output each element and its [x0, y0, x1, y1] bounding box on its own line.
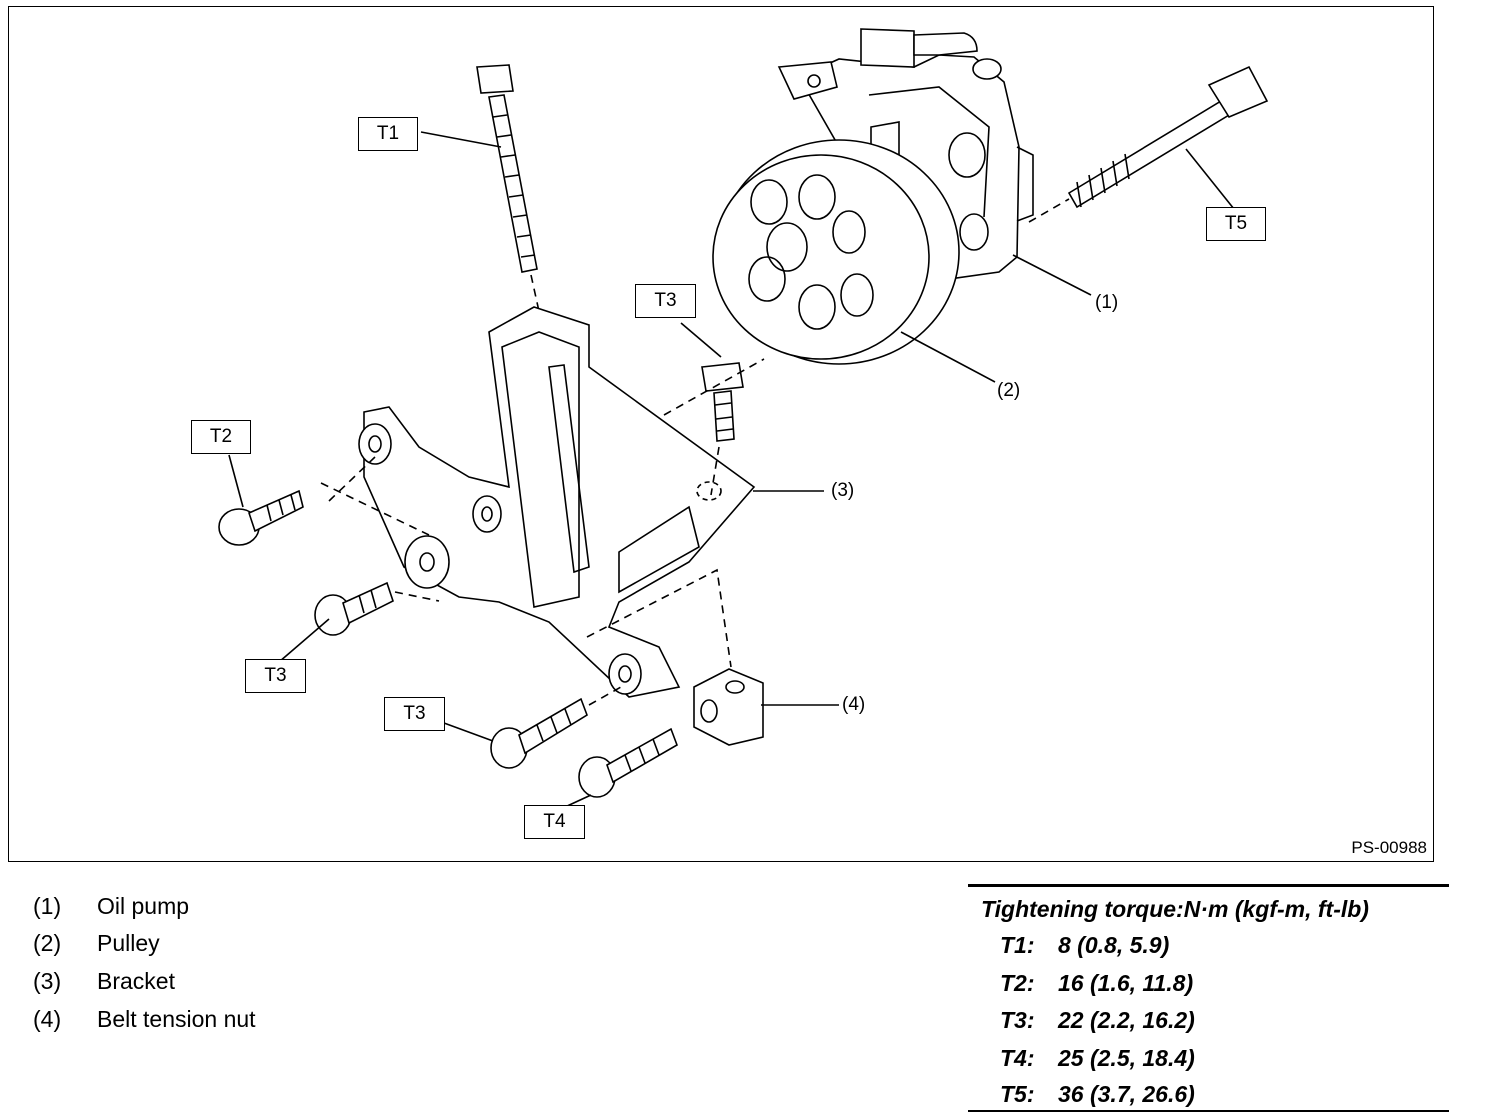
callout-pulley: (2) — [997, 380, 1021, 401]
callout-bracket: (3) — [831, 480, 855, 501]
torque-value: 25 (2.5, 18.4) — [1058, 1045, 1195, 1071]
torque-box-t1: T1 — [358, 117, 418, 151]
torque-box-t5: T5 — [1206, 207, 1266, 241]
legend-number: (2) — [33, 930, 62, 956]
bolt-t5 — [1028, 65, 1269, 223]
torque-key: T4: — [1000, 1045, 1035, 1071]
bracket-part — [320, 306, 756, 698]
legend-name: Pulley — [97, 930, 160, 956]
torque-box-t2: T2 — [191, 420, 251, 454]
torque-value: 8 (0.8, 5.9) — [1058, 932, 1170, 958]
legend-number: (4) — [33, 1006, 62, 1032]
torque-key: T3: — [1000, 1007, 1035, 1033]
torque-box-t3-bottom: T3 — [384, 697, 445, 731]
bolt-t3-left — [314, 581, 440, 636]
bolt-t3-top — [663, 358, 765, 496]
torque-value: 22 (2.2, 16.2) — [1058, 1007, 1195, 1033]
bolt-t4 — [578, 727, 678, 798]
torque-box-t4: T4 — [524, 805, 585, 839]
callout-oil-pump: (1) — [1095, 292, 1119, 313]
legend-number: (1) — [33, 893, 62, 919]
bolt-t2 — [218, 489, 304, 546]
legend-name: Bracket — [97, 968, 175, 994]
bolt-t1 — [476, 64, 543, 326]
bolt-t3-bottom — [490, 686, 622, 769]
legend-name: Belt tension nut — [97, 1006, 256, 1032]
torque-key: T1: — [1000, 932, 1035, 958]
belt-tension-nut-part — [586, 568, 764, 746]
torque-value: 36 (3.7, 26.6) — [1058, 1081, 1195, 1107]
exploded-view-figure: T1 T5 T3 T2 T3 T3 T4 (1) (2) (3) (4) PS-… — [8, 6, 1434, 862]
diagram-drawing — [218, 28, 1269, 808]
torque-box-t3-left: T3 — [245, 659, 306, 693]
pulley-part — [712, 139, 960, 365]
legend-number: (3) — [33, 968, 62, 994]
torque-box-t3-top: T3 — [635, 284, 696, 318]
torque-table-title: Tightening torque:N·m (kgf-m, ft-lb) — [981, 896, 1369, 922]
torque-key: T2: — [1000, 970, 1035, 996]
callout-belt-tension-nut: (4) — [842, 694, 866, 715]
figure-id: PS-00988 — [1351, 838, 1427, 857]
torque-key: T5: — [1000, 1081, 1035, 1107]
torque-value: 16 (1.6, 11.8) — [1058, 970, 1194, 996]
legend-name: Oil pump — [97, 893, 190, 919]
torque-table: Tightening torque:N·m (kgf-m, ft-lb) T1:… — [968, 884, 1449, 1112]
